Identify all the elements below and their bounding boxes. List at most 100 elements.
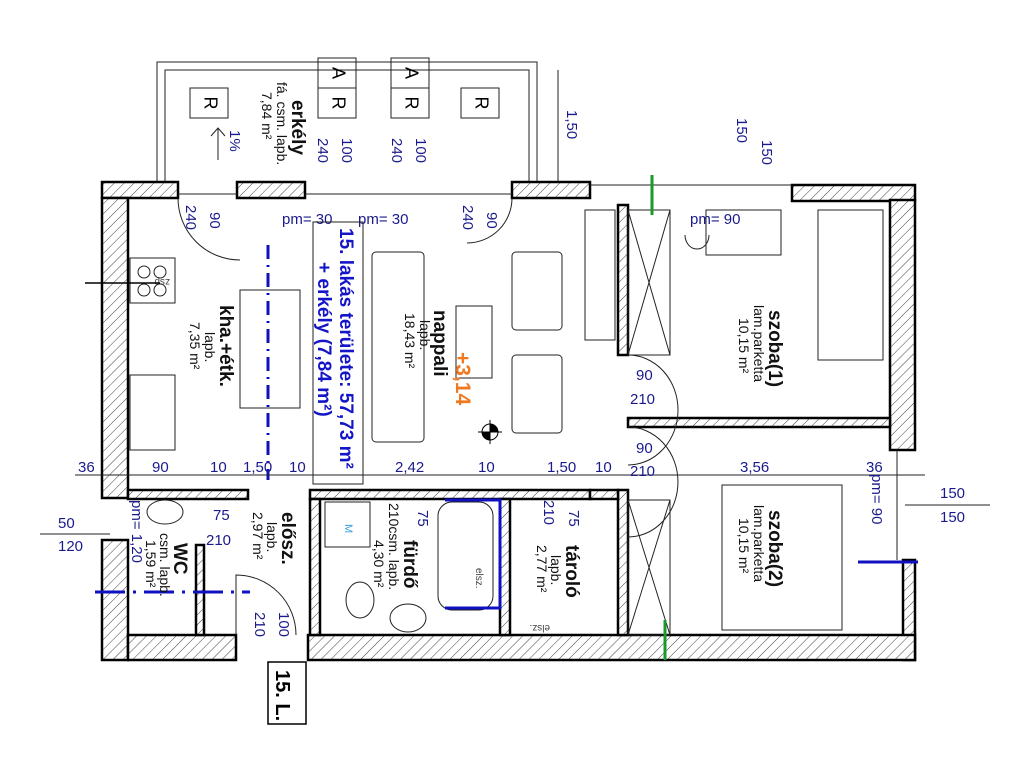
gas-meter-label: zsp [154, 276, 170, 287]
dim-text: 3,56 [740, 459, 769, 476]
dim-text: 150 [733, 118, 750, 143]
room-bedroom-2: szoba(2) lam.parketta 10,15 m² [736, 505, 785, 587]
slope: 1% [226, 130, 243, 152]
room-wc: WC csm. lapb. 1,59 m² pm= 1,20 [128, 500, 190, 597]
window-mark-a: A [328, 67, 348, 79]
dim-text: 10 [210, 459, 227, 476]
room-area: 10,15 m² [736, 518, 752, 574]
room-name: erkély [287, 100, 308, 155]
window-mark-a: A [401, 67, 421, 79]
room-name: WC [169, 543, 190, 575]
side-dim: 150 [940, 485, 965, 502]
dim-text: 10 [478, 459, 495, 476]
dim-text: 90 [152, 459, 169, 476]
room-floor: lapb. [417, 320, 433, 350]
dim-text: 240 [182, 205, 199, 230]
dim-text: 90 [483, 212, 500, 229]
stair-tag: 15. L. [271, 670, 293, 721]
side-dim: 120 [58, 538, 83, 555]
dim-text: 10 [289, 459, 306, 476]
dim-text: 36 [866, 459, 883, 476]
balcony-railing [156, 61, 538, 182]
sill-height: pm= 30 [358, 211, 408, 228]
dim-text: 90 [206, 212, 223, 229]
room-area: 4,30 m² [371, 540, 387, 588]
door-width: 75 [565, 510, 582, 527]
room-floor: lam.parketta [751, 305, 767, 382]
window-mark-r: R [471, 97, 491, 110]
apartment-area: 15. lakás területe: 57,73 m² [335, 228, 356, 469]
dim-text: 10 [595, 459, 612, 476]
level-marker-icon [478, 420, 502, 444]
dim-text: 240 [314, 138, 331, 163]
dim-text: 240 [459, 205, 476, 230]
door-height: 210 [251, 612, 268, 637]
room-area: 10,15 m² [736, 318, 752, 374]
washer-label: M [342, 524, 354, 533]
section-axis [95, 175, 918, 660]
room-name: szoba(1) [764, 310, 785, 387]
room-floor: lapb. [264, 522, 280, 552]
slope-arrow-icon [210, 127, 226, 160]
door-height: 210 [540, 500, 557, 525]
room-name: tároló [561, 545, 582, 598]
stair-tag-box [267, 661, 307, 725]
room-floor: 210csm. lapb. [386, 503, 402, 590]
walls [100, 180, 917, 662]
room-bedroom-1: szoba(1) lam.parketta 10,15 m² [736, 305, 785, 387]
shutoff-label: elsz. [473, 568, 484, 589]
balcony-depth: 1,50 [563, 110, 580, 139]
door-width: 75 [414, 510, 431, 527]
shutoff-label: elsz. [529, 622, 550, 633]
room-area: 7,84 m² [259, 92, 275, 140]
room-name: szoba(2) [764, 510, 785, 587]
room-name: nappali [429, 310, 450, 377]
window-mark-r: R [401, 97, 421, 110]
room-storage: tároló lapb. 2,77 m² [534, 545, 582, 598]
room-name: elősz. [277, 512, 298, 565]
window-marks: R A R A R R [189, 57, 500, 119]
window-mark-r: R [328, 97, 348, 110]
door-width: 90 [636, 367, 653, 384]
door-height: 210 [206, 532, 231, 549]
side-dim: 150 [940, 509, 965, 526]
door-height: 210 [630, 391, 655, 408]
door-width: 90 [636, 440, 653, 457]
room-area: 18,43 m² [402, 313, 418, 369]
room-bathroom: fürdő 210csm. lapb. 4,30 m² M [342, 503, 420, 590]
sill-height: pm= 90 [868, 474, 885, 524]
dim-text: 36 [78, 459, 95, 476]
room-floor: csm. lapb. [157, 533, 173, 597]
balcony-area-note: + erkély (7,84 m²) [313, 262, 334, 417]
rotated-dimensions: 240 100 240 100 240 90 240 90 1,50 150 1… [58, 110, 965, 637]
room-name: kha.+étk. [215, 305, 236, 387]
side-dim: 50 [58, 515, 75, 532]
sill-height: pm= 1,20 [128, 500, 145, 563]
door-width: 100 [275, 612, 292, 637]
window-mark-r: R [200, 97, 220, 110]
room-floor: fá. csm. lapb. [274, 82, 290, 165]
level-mark: +3,14 [451, 352, 474, 405]
dim-text: 1,50 [547, 459, 576, 476]
balcony-label: erkély fá. csm. lapb. 7,84 m² 1% [210, 82, 308, 165]
dim-text: 100 [412, 138, 429, 163]
sill-height: pm= 30 [282, 211, 332, 228]
room-area: 2,77 m² [534, 545, 550, 593]
furniture [129, 197, 884, 636]
room-area: 7,35 m² [187, 322, 203, 370]
sill-height: pm= 90 [690, 211, 740, 228]
windows [178, 184, 898, 560]
door-height: 210 [630, 463, 655, 480]
dim-text: 240 [388, 138, 405, 163]
dim-text: 150 [758, 140, 775, 165]
room-floor: lapb. [548, 555, 564, 585]
dimension-row: 36 90 10 1,50 10 2,42 10 1,50 10 3,56 36 [78, 459, 883, 476]
door-width: 75 [213, 507, 230, 524]
room-kitchen: kha.+étk. lapb. 7,35 m² [187, 305, 236, 387]
room-living: nappali lapb. 18,43 m² +3,14 [402, 310, 502, 444]
room-hall: elősz. lapb. 2,97 m² [250, 512, 298, 565]
dim-text: 2,42 [395, 459, 424, 476]
room-floor: lam.parketta [751, 505, 767, 582]
room-floor: lapb. [202, 332, 218, 362]
